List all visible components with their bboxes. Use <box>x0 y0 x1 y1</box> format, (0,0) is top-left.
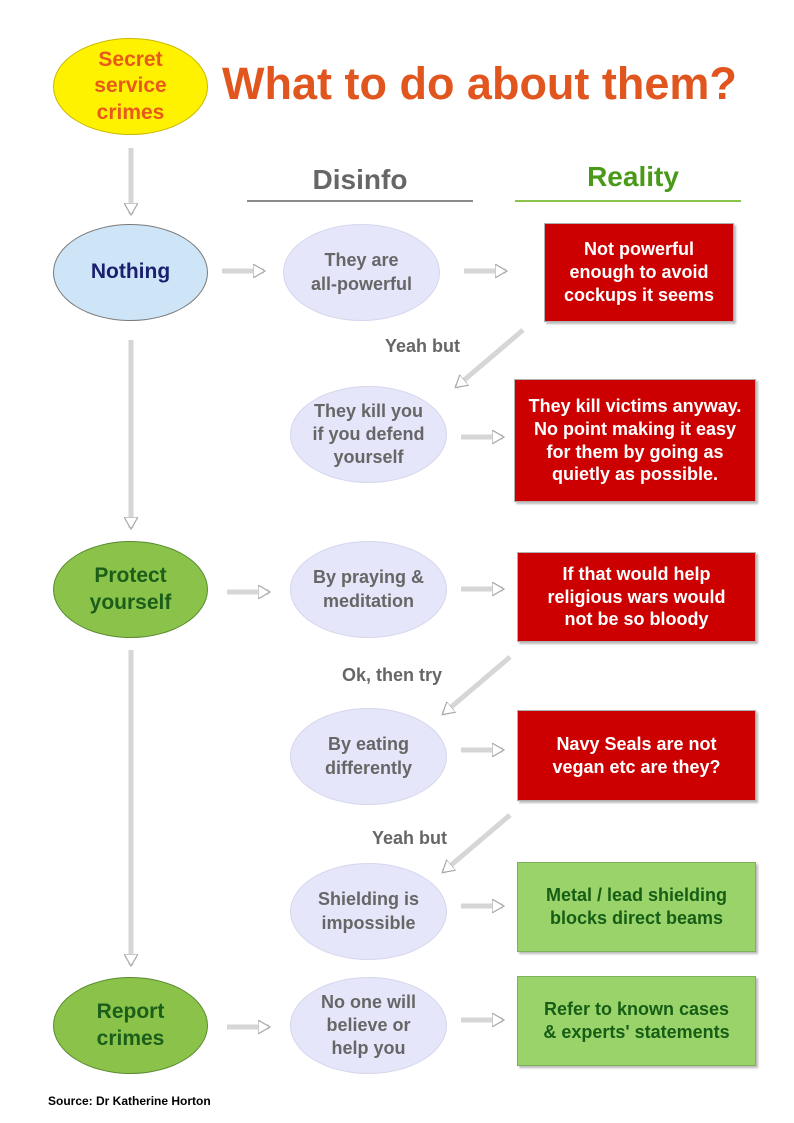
disinfo-praying: By praying & meditation <box>290 541 447 638</box>
disinfo-shielding-label: Shielding is impossible <box>317 889 419 933</box>
reality-navy-seals-label: Navy Seals are not vegan etc are they? <box>552 733 721 777</box>
connector-ok-then-try: Ok, then try <box>342 665 443 685</box>
reality-heading: Reality <box>587 161 679 192</box>
reality-not-powerful: Not powerful enough to avoid cockups it … <box>544 223 734 322</box>
disinfo-all-powerful: They are all-powerful <box>283 224 440 321</box>
reality-known-cases: Refer to known cases & experts' statemen… <box>517 976 756 1066</box>
reality-religious-wars-label: If that would help religious wars would … <box>547 563 726 630</box>
disinfo-shielding: Shielding is impossible <box>290 863 447 960</box>
disinfo-eating-label: By eating differently <box>324 734 412 778</box>
disinfo-heading: Disinfo <box>312 164 408 195</box>
step-report-label: Report crimes <box>96 1000 165 1050</box>
disinfo-no-one-label: No one will believe or help you <box>320 991 416 1059</box>
reality-heading-rule <box>515 200 741 202</box>
reality-kill-victims-label: They kill victims anyway. No point makin… <box>528 395 742 485</box>
step-protect-yourself: Protect yourself <box>53 541 208 638</box>
step-report-crimes: Report crimes <box>53 977 208 1074</box>
source-credit: Source: Dr Katherine Horton <box>48 1094 211 1108</box>
disinfo-heading-rule <box>247 200 473 202</box>
disinfo-no-one: No one will believe or help you <box>290 977 447 1074</box>
arrow-diag-yeah-but-2 <box>443 813 512 874</box>
arrow-diag-yeah-but-1 <box>456 328 525 389</box>
arrow-diag-ok-then-try <box>443 655 512 716</box>
step-nothing-label: Nothing <box>90 260 171 284</box>
reality-kill-victims: They kill victims anyway. No point makin… <box>514 379 756 502</box>
disinfo-all-powerful-label: They are all-powerful <box>310 250 412 294</box>
connector-yeah-but-2: Yeah but <box>372 828 448 848</box>
reality-metal-lead-label: Metal / lead shielding blocks direct bea… <box>545 885 728 928</box>
reality-known-cases-label: Refer to known cases & experts' statemen… <box>543 999 730 1042</box>
reality-not-powerful-label: Not powerful enough to avoid cockups it … <box>563 239 715 305</box>
start-node-label: Secret service crimes <box>94 48 167 124</box>
disinfo-kill-you: They kill you if you defend yourself <box>290 386 447 483</box>
disinfo-praying-label: By praying & meditation <box>312 567 425 611</box>
disinfo-kill-you-label: They kill you if you defend yourself <box>312 400 425 468</box>
step-nothing: Nothing <box>53 224 208 321</box>
start-node-secret-service-crimes: Secret service crimes <box>53 38 208 135</box>
step-protect-label: Protect yourself <box>89 564 172 614</box>
reality-religious-wars: If that would help religious wars would … <box>517 552 756 642</box>
disinfo-eating: By eating differently <box>290 708 447 805</box>
reality-navy-seals: Navy Seals are not vegan etc are they? <box>517 710 756 801</box>
page-title: What to do about them? <box>222 58 737 109</box>
reality-metal-lead: Metal / lead shielding blocks direct bea… <box>517 862 756 952</box>
connector-yeah-but-1: Yeah but <box>385 336 461 356</box>
